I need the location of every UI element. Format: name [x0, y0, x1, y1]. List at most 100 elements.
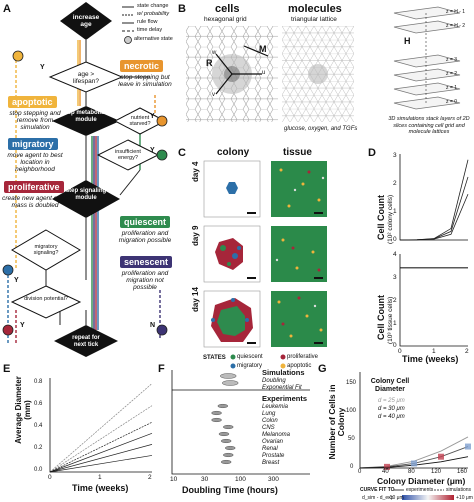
d-bot-ytick-1: 1 — [393, 320, 397, 327]
row-label-day14: day 14 — [191, 287, 200, 312]
yes-label-energy: Y — [150, 147, 155, 154]
e-ytick-0: 0.0 — [34, 467, 43, 473]
node-step-metabolism: step metabolism module — [62, 110, 110, 123]
state-necrotic: necrotic — [120, 60, 164, 72]
panel-label-e: E — [3, 363, 11, 375]
g-fit-experiments: experiments — [406, 487, 434, 493]
state-proliferative-desc: create new agent once mass is doubled — [2, 195, 68, 209]
z-label-2: z = 2 — [446, 71, 457, 77]
g-legend-d40: d = 40 μm — [378, 414, 405, 420]
e-series-line — [49, 405, 153, 473]
f-point — [211, 418, 222, 423]
g-ytick-100: 100 — [346, 408, 357, 414]
f-point — [220, 373, 237, 379]
e-ytick-4: 0.8 — [34, 379, 43, 385]
e-series-line — [49, 455, 153, 473]
d-xtick-2: 2 — [465, 348, 469, 355]
z-label-3: z = 3 — [446, 57, 457, 63]
g-curvefit-label: CURVE FIT TO — [360, 487, 395, 493]
d-top-ytick-1: 1 — [393, 208, 397, 215]
g-legend-title: Colony Cell Diameter — [370, 378, 410, 393]
chart-f-marks — [211, 373, 239, 464]
state-quiescent-desc: proliferation and migration possible — [118, 230, 172, 244]
yes-label-division: Y — [20, 322, 25, 329]
e-xtick-2: 2 — [148, 474, 152, 481]
yes-label-nutrient: Y — [150, 113, 155, 120]
g-xlabel: Colony Diameter (μm) — [377, 476, 466, 486]
f-xtick-100: 100 — [235, 476, 246, 483]
g-legend-d30: d = 30 μm — [378, 406, 405, 412]
f-exp-0: Leukemia — [262, 404, 289, 410]
d-top-ytick-3: 3 — [393, 152, 397, 159]
g-box — [438, 453, 444, 460]
d-bot-ytick-3: 3 — [393, 274, 397, 281]
e-xtick-0: 0 — [48, 474, 52, 481]
state-senescent: senescent — [120, 256, 173, 268]
hex-grid — [186, 26, 278, 122]
d-bot-ytick-2: 2 — [393, 297, 397, 304]
panel-label-g: G — [318, 363, 327, 375]
f-xtick-30: 30 — [201, 476, 209, 483]
node-division-potential: division potential? — [24, 296, 68, 302]
node-insufficient-energy: insufficient energy? — [115, 149, 141, 161]
legend-rule-flow: rule flow — [137, 19, 158, 25]
g-ytick-150: 150 — [346, 380, 357, 386]
chart-e-lines — [49, 383, 153, 473]
row-label-day4: day 4 — [191, 161, 200, 182]
yes-label-age: Y — [40, 64, 45, 71]
panel-label-d: D — [368, 147, 376, 159]
chart-g-lines — [359, 436, 471, 470]
f-exp-1: Lung — [262, 411, 276, 417]
e-ytick-2: 0.4 — [34, 423, 43, 429]
f-point — [220, 438, 232, 443]
d-top-series-line — [399, 176, 469, 241]
e-series-line — [49, 383, 153, 473]
f-point — [222, 380, 239, 386]
legend-state-change: state change — [137, 3, 169, 9]
tissue-title: tissue — [283, 147, 312, 158]
e-series-line — [49, 444, 153, 473]
z-label-h1: z = H - 1 — [446, 9, 466, 15]
states-legend-title: STATES — [203, 355, 226, 361]
states-legend-dots — [230, 354, 286, 369]
panel-label-b: B — [178, 3, 186, 15]
hex-label-w: w — [212, 50, 217, 56]
node-increase-age: increase age — [72, 14, 100, 28]
legend-quiescent: quiescent — [237, 354, 263, 360]
f-simulations: Simulations — [262, 368, 305, 377]
f-point — [217, 404, 229, 409]
f-point — [220, 459, 232, 464]
g-xtick-40: 40 — [382, 469, 389, 475]
g-xtick-120: 120 — [431, 469, 442, 475]
chart-d-top-lines — [399, 159, 469, 241]
e-series-line — [49, 421, 153, 473]
g-fit-simulations: simulations — [446, 487, 472, 493]
state-apoptotic: apoptotic — [8, 96, 57, 108]
g-box — [411, 460, 417, 467]
d-top-series-line — [399, 159, 469, 241]
state-necrotic-desc: stop stepping but leave in simulation — [118, 74, 172, 88]
yes-label-migratory: Y — [14, 277, 19, 284]
chart-e — [49, 378, 153, 473]
g-ytick-50: 50 — [348, 436, 355, 442]
d-top-ylabel: Cell Count — [376, 195, 386, 240]
f-experiments: Experiments — [262, 394, 308, 403]
node-repeat: repeat for next tick — [72, 335, 100, 348]
g-xtick-0: 0 — [358, 469, 362, 475]
node-nutrient-starved: nutrient starved? — [129, 115, 151, 127]
d-bottom-ylabel: Cell Count — [376, 295, 386, 340]
hex-label-m: M — [259, 44, 267, 54]
g-colorbar-left: -10 μm — [388, 495, 404, 501]
state-proliferative: proliferative — [4, 181, 64, 193]
d-xtick-1: 1 — [432, 348, 436, 355]
f-sim-fit: Exponential Fit — [262, 385, 302, 391]
f-exp-2: Colon — [262, 418, 278, 424]
f-xtick-300: 300 — [268, 476, 279, 483]
molecules-title: molecules — [288, 3, 342, 15]
hex-label-r: R — [206, 58, 213, 68]
f-exp-5: Ovarian — [262, 439, 284, 445]
triangle-lattice — [282, 26, 354, 122]
colony-tissue-grid — [203, 160, 327, 348]
stack-label-h: H — [404, 36, 411, 46]
legend-apoptotic: apoptotic — [287, 363, 312, 369]
